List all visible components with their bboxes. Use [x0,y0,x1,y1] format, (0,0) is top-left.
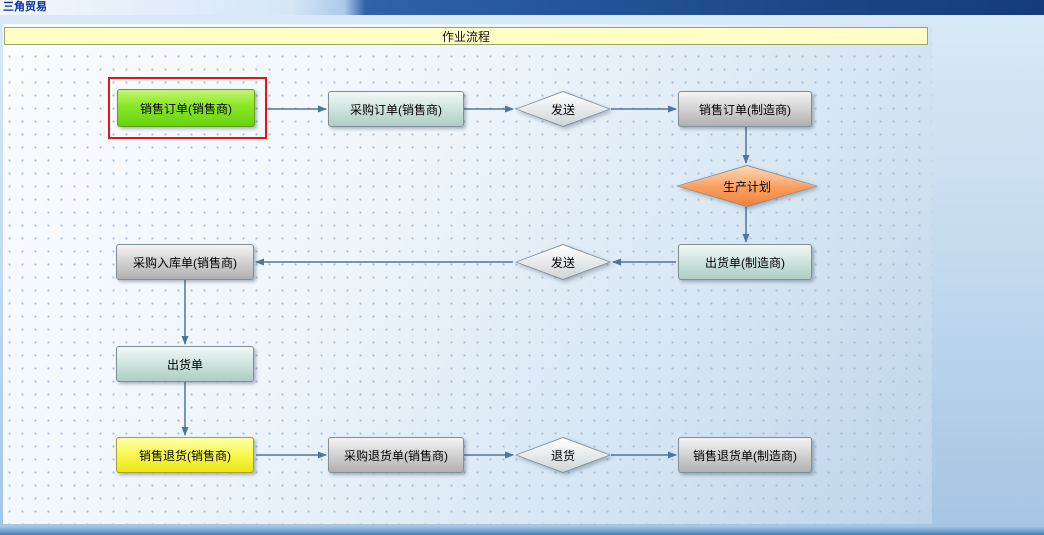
diamond-label: 生产计划 [722,179,771,194]
bottom-bar [0,527,1044,535]
node-return-send[interactable]: 退货 [515,437,611,473]
flow-banner: 作业流程 [4,27,928,45]
node-send-2[interactable]: 发送 [515,244,611,280]
diamond-label: 退货 [550,448,575,463]
flowchart-canvas: 作业流程 [0,15,1044,527]
node-sales-order-maker[interactable]: 销售订单(制造商) [678,91,812,127]
window-titlebar: 三角贸易 [0,0,1044,15]
node-sales-order-seller[interactable]: 销售订单(销售商) [117,89,255,127]
node-shipment-maker[interactable]: 出货单(制造商) [678,244,812,280]
node-sales-return-seller[interactable]: 销售退货(销售商) [116,437,254,473]
diamond-label: 发送 [550,102,575,117]
node-sales-return-maker[interactable]: 销售退货单(制造商) [678,437,812,473]
diamond-label: 发送 [550,255,575,270]
node-shipment[interactable]: 出货单 [116,346,254,382]
node-purchase-return-seller[interactable]: 采购退货单(销售商) [328,437,464,473]
selected-node-highlight [108,77,267,139]
window-title: 三角贸易 [3,1,47,13]
node-purchase-inbound-seller[interactable]: 采购入库单(销售商) [116,244,254,280]
node-send-1[interactable]: 发送 [515,91,611,127]
flow-banner-label: 作业流程 [441,29,490,44]
node-production-plan[interactable]: 生产计划 [676,165,818,207]
node-purchase-order-seller[interactable]: 采购订单(销售商) [328,91,464,127]
